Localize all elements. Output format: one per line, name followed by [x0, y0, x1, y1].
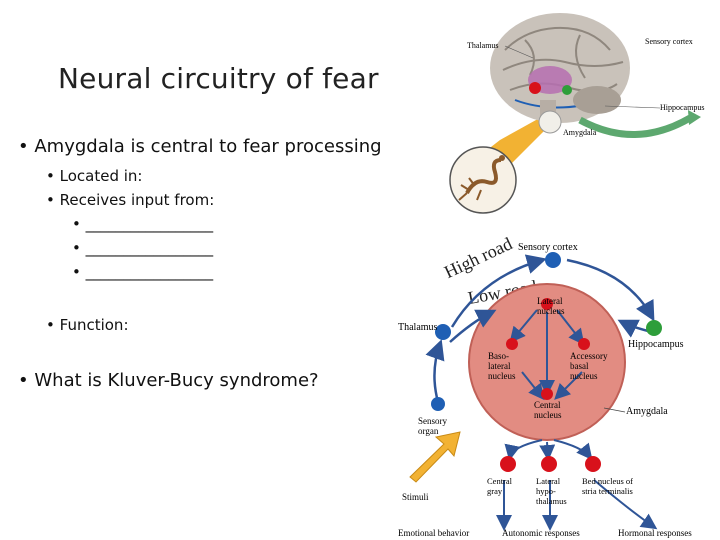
bullet-receives: • Receives input from:	[46, 191, 214, 209]
lateral-nucleus-node	[541, 298, 553, 310]
label-amygdala: Amygdala	[626, 406, 668, 417]
bullet-glyph: •	[46, 167, 55, 185]
brain-label-hippocampus: Hippocampus	[660, 103, 704, 112]
slide-title: Neural circuitry of fear	[58, 62, 379, 95]
brain-label-amygdala: Amygdala	[563, 128, 597, 137]
label-thalamus: Thalamus	[398, 322, 438, 333]
bullet-text: Receives input from:	[59, 191, 215, 209]
blank-line: _________________	[85, 263, 214, 281]
bullet-function: • Function:	[46, 316, 129, 334]
label-sensory-cortex: Sensory cortex	[518, 242, 578, 253]
bullet-text: Located in:	[59, 167, 143, 185]
bullet-text: What is Kluver-Bucy syndrome?	[34, 370, 319, 391]
hippocampus-node	[646, 320, 662, 336]
basolateral-node	[506, 338, 518, 350]
accessory-basal-node	[578, 338, 590, 350]
bullet-blank-1: • _________________	[72, 215, 213, 233]
bullet-amygdala: • Amygdala is central to fear processing	[18, 136, 382, 157]
bullet-text: Function:	[59, 316, 129, 334]
label-hippocampus: Hippocampus	[628, 339, 684, 350]
sensory-cortex-node	[545, 252, 561, 268]
bed-nucleus-node	[585, 456, 601, 472]
bullet-blank-3: • _________________	[72, 263, 213, 281]
sensory-organ-node	[431, 397, 445, 411]
label-emotional-behavior: Emotional behavior	[398, 528, 469, 538]
bullet-glyph: •	[46, 316, 55, 334]
bullet-glyph: •	[18, 370, 29, 391]
central-nucleus-node	[541, 388, 553, 400]
blank-line: _________________	[85, 239, 214, 257]
bullet-glyph: •	[18, 136, 29, 157]
bullet-glyph: •	[72, 239, 81, 257]
brain-figure: Thalamus Sensory cortex Hippocampus Amyg…	[449, 13, 704, 214]
fear-circuit-diagram: Sensory cortex Thalamus Hippocampus Late…	[398, 242, 692, 538]
blank-line: _________________	[85, 215, 214, 233]
label-autonomic-responses: Autonomic responses	[502, 528, 580, 538]
label-hormonal-responses: Hormonal responses	[618, 528, 692, 538]
bullet-blank-2: • _________________	[72, 239, 213, 257]
bullet-kluver: • What is Kluver-Bucy syndrome?	[18, 370, 319, 391]
stimulus-arrow	[409, 431, 461, 483]
central-gray-node	[500, 456, 516, 472]
bullet-text: Amygdala is central to fear processing	[34, 136, 382, 157]
bullet-glyph: •	[72, 215, 81, 233]
label-stimuli: Stimuli	[402, 492, 429, 502]
brain-label-sensory-cortex: Sensory cortex	[645, 37, 693, 46]
bullet-glyph: •	[72, 263, 81, 281]
thalamus-node	[435, 324, 451, 340]
bullet-located: • Located in:	[46, 167, 142, 185]
brain-label-thalamus: Thalamus	[467, 41, 499, 50]
bullet-glyph: •	[46, 191, 55, 209]
lateral-hypothalamus-node	[541, 456, 557, 472]
